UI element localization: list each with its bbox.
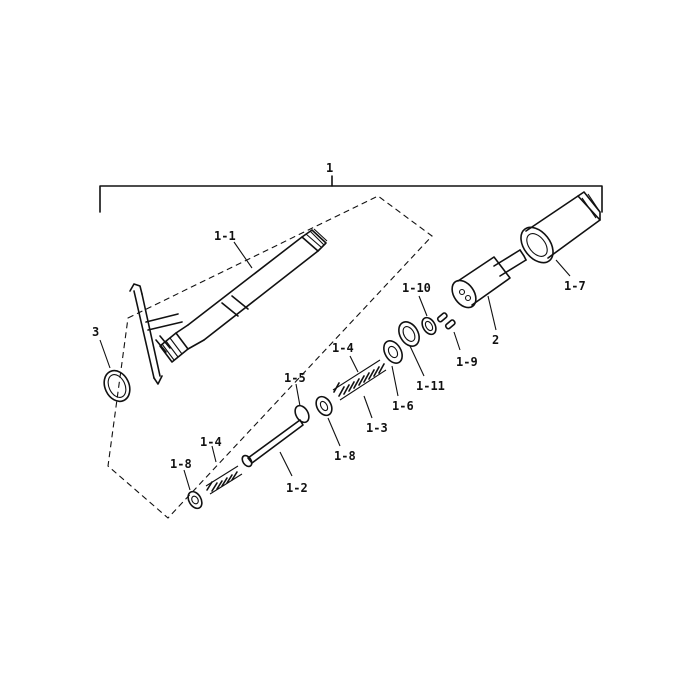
callout-1-8-lower: 1-8 [170, 457, 192, 471]
nozzle-nut [520, 191, 601, 264]
push-rod [241, 419, 304, 468]
assembly-label: 1 [326, 161, 333, 175]
ring-1-11 [398, 321, 420, 347]
washer-1-8 [315, 395, 333, 417]
dowel-pins [436, 312, 456, 330]
leader-lines [99, 241, 571, 491]
washer-1-8-lower [187, 490, 203, 510]
callout-2: 2 [492, 333, 499, 347]
callout-3: 3 [92, 325, 99, 339]
callout-1-4-lower: 1-4 [200, 435, 222, 449]
spring-seat-1-6-inner [387, 345, 399, 359]
washer-1-5 [294, 404, 310, 424]
washer-3-inner [107, 374, 127, 398]
washer-1-8-inner [319, 400, 329, 412]
callout-1-5: 1-5 [284, 371, 306, 385]
injector-body [159, 228, 328, 363]
callout-1-1: 1-1 [214, 229, 236, 243]
spring-seat-1-6 [383, 340, 403, 364]
callout-1-10: 1-10 [402, 281, 431, 295]
washer-1-8-lower-inner [191, 495, 199, 505]
callout-1-11: 1-11 [416, 379, 445, 393]
leak-off-fitting [129, 283, 183, 385]
washer-1-10 [421, 316, 437, 336]
nozzle [451, 249, 527, 309]
ring-1-11-inner [402, 326, 416, 342]
spring-1-3 [332, 359, 387, 401]
assembly-bracket [99, 175, 603, 213]
callout-1-4-upper: 1-4 [332, 341, 354, 355]
washer-3 [103, 369, 131, 403]
callout-1-6: 1-6 [392, 399, 414, 413]
callout-1-2: 1-2 [286, 481, 308, 495]
callout-1-3: 1-3 [366, 421, 388, 435]
subassembly-boundary [107, 195, 433, 519]
callout-1-8: 1-8 [334, 449, 356, 463]
washer-1-10-inner [424, 320, 434, 332]
spring-1-4 [205, 465, 243, 495]
callout-1-7: 1-7 [564, 279, 586, 293]
callout-1-9: 1-9 [456, 355, 478, 369]
